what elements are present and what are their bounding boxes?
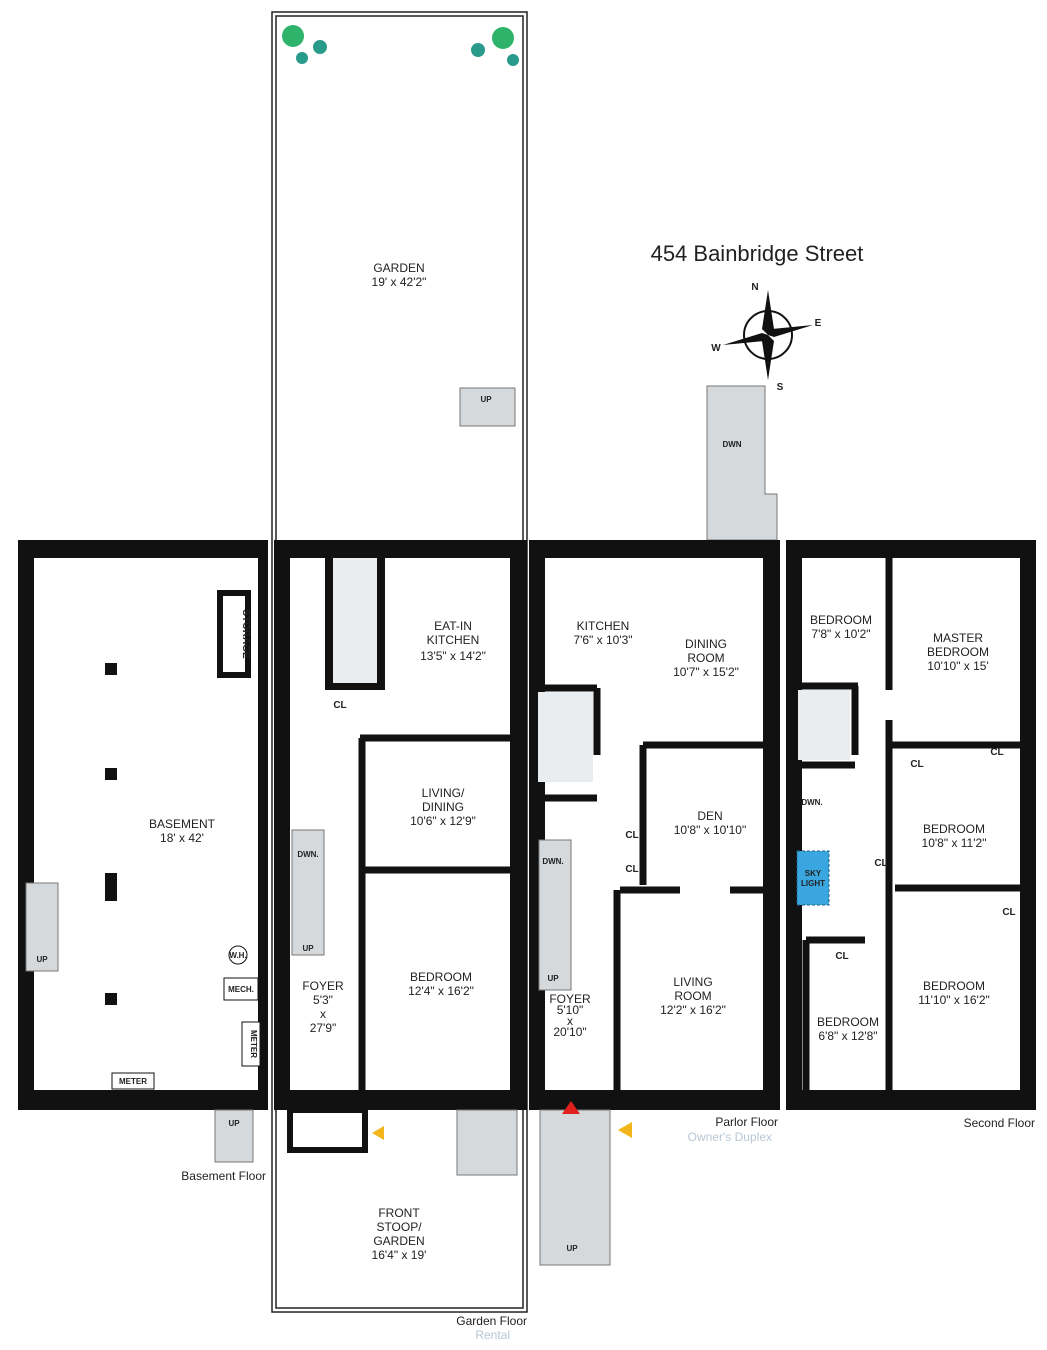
- room-label: BEDROOM: [810, 613, 872, 627]
- skylight: [796, 850, 830, 906]
- second-floor: [786, 540, 1036, 1110]
- garden-floor-sublabel: Rental: [475, 1328, 510, 1342]
- room-label: STORAGE: [240, 609, 251, 659]
- room-label: MECH.: [228, 985, 254, 994]
- room-label: x: [320, 1007, 326, 1021]
- room-label: CL: [625, 864, 638, 875]
- room-label: STOOP/: [376, 1220, 422, 1234]
- room-label: CL: [910, 759, 923, 770]
- room-label: UP: [566, 1244, 578, 1253]
- room-label: W: [711, 343, 721, 354]
- room-label: E: [815, 318, 822, 329]
- room-label: UP: [36, 955, 48, 964]
- basement-floor: [18, 540, 268, 1110]
- compass-rose-icon: N E S W: [711, 282, 821, 393]
- room-label: ROOM: [674, 989, 711, 1003]
- room-label: 10'8" x 11'2": [922, 836, 987, 850]
- garden-floor: [274, 540, 527, 1176]
- room-label: METER: [249, 1030, 258, 1058]
- room-label: 18' x 42': [160, 831, 204, 845]
- entry-marker-red-icon: [562, 1101, 580, 1114]
- room-label: KITCHEN: [427, 633, 480, 647]
- room-label: DINING: [685, 637, 727, 651]
- room-label: FOYER: [549, 992, 591, 1006]
- room-label: CL: [1002, 907, 1015, 918]
- room-label: 10'8" x 10'10": [674, 823, 747, 837]
- room-label: 27'9": [310, 1021, 337, 1035]
- room-label: 19' x 42'2": [372, 275, 427, 289]
- room-label: CL: [874, 858, 887, 869]
- room-label: LIGHT: [801, 879, 825, 888]
- room-label: BEDROOM: [817, 1015, 879, 1029]
- room-label: EAT-IN: [434, 619, 472, 633]
- room-label: LIVING: [673, 975, 712, 989]
- basement-floor-label: Basement Floor: [181, 1169, 266, 1183]
- room-label: 5'10": [557, 1003, 584, 1017]
- room-label: DWN.: [801, 798, 822, 807]
- room-label: 7'8" x 10'2": [811, 627, 870, 641]
- room-label: METER: [119, 1077, 147, 1086]
- parlor-rear-stair[interactable]: [706, 385, 778, 541]
- room-label: GARDEN: [373, 1234, 424, 1248]
- entry-marker-icon: [372, 1126, 384, 1140]
- room-label: BASEMENT: [149, 817, 216, 831]
- room-label: CL: [990, 747, 1003, 758]
- room-label: S: [777, 382, 784, 393]
- room-label: DWN: [722, 440, 741, 449]
- room-label: UP: [302, 944, 314, 953]
- room-label: 12'4" x 16'2": [408, 984, 474, 998]
- parlor-floor-sublabel-1: Owner's Duplex: [688, 1130, 772, 1144]
- plan-title: 454 Bainbridge Street: [651, 241, 864, 266]
- parlor-floor: [529, 540, 780, 1266]
- room-label: KITCHEN: [577, 619, 630, 633]
- room-label: CL: [835, 951, 848, 962]
- room-label: BEDROOM: [923, 979, 985, 993]
- room-label: DEN: [697, 809, 722, 823]
- room-label: GARDEN: [373, 261, 424, 275]
- room-label: 10'7" x 15'2": [673, 665, 739, 679]
- room-label: BEDROOM: [927, 645, 989, 659]
- room-label: 16'4" x 19': [372, 1248, 427, 1262]
- room-label: BEDROOM: [923, 822, 985, 836]
- entry-marker-icon: [618, 1122, 632, 1138]
- room-label: 11'10" x 16'2": [918, 993, 990, 1007]
- parlor-floor-label: Parlor Floor: [715, 1115, 778, 1129]
- room-label: UP: [547, 974, 559, 983]
- room-label: 6'8" x 12'8": [818, 1029, 877, 1043]
- second-floor-label: Second Floor: [964, 1116, 1035, 1130]
- room-label: N: [751, 282, 758, 293]
- room-label: BEDROOM: [410, 970, 472, 984]
- room-label: CL: [333, 700, 346, 711]
- room-label: 20'10": [553, 1025, 586, 1039]
- room-label: 10'10" x 15': [927, 659, 989, 673]
- room-label: 12'2" x 16'2": [660, 1003, 726, 1017]
- room-label: 13'5" x 14'2": [420, 649, 486, 663]
- room-label: ROOM: [687, 651, 724, 665]
- room-label: LIVING/: [422, 786, 465, 800]
- room-label: CL: [625, 830, 638, 841]
- room-label: 5'3": [313, 993, 333, 1007]
- room-label: DINING: [422, 800, 464, 814]
- garden-floor-label: Garden Floor: [456, 1314, 527, 1328]
- room-label: DWN.: [297, 850, 318, 859]
- plants-icon: [282, 25, 519, 66]
- room-label: 7'6" x 10'3": [573, 633, 632, 647]
- room-label: FOYER: [302, 979, 344, 993]
- room-label: SKY: [805, 869, 822, 878]
- room-label: W.H.: [229, 951, 246, 960]
- parlor-front-stoop[interactable]: [539, 1109, 611, 1266]
- room-label: DWN.: [542, 857, 563, 866]
- room-label: UP: [480, 395, 492, 404]
- basement-entry-stair[interactable]: [214, 1109, 254, 1163]
- room-label: 10'6" x 12'9": [410, 814, 476, 828]
- room-label: UP: [228, 1119, 240, 1128]
- room-label: MASTER: [933, 631, 983, 645]
- room-label: x: [567, 1014, 573, 1028]
- garden-stair[interactable]: [459, 387, 516, 427]
- room-label: FRONT: [378, 1206, 420, 1220]
